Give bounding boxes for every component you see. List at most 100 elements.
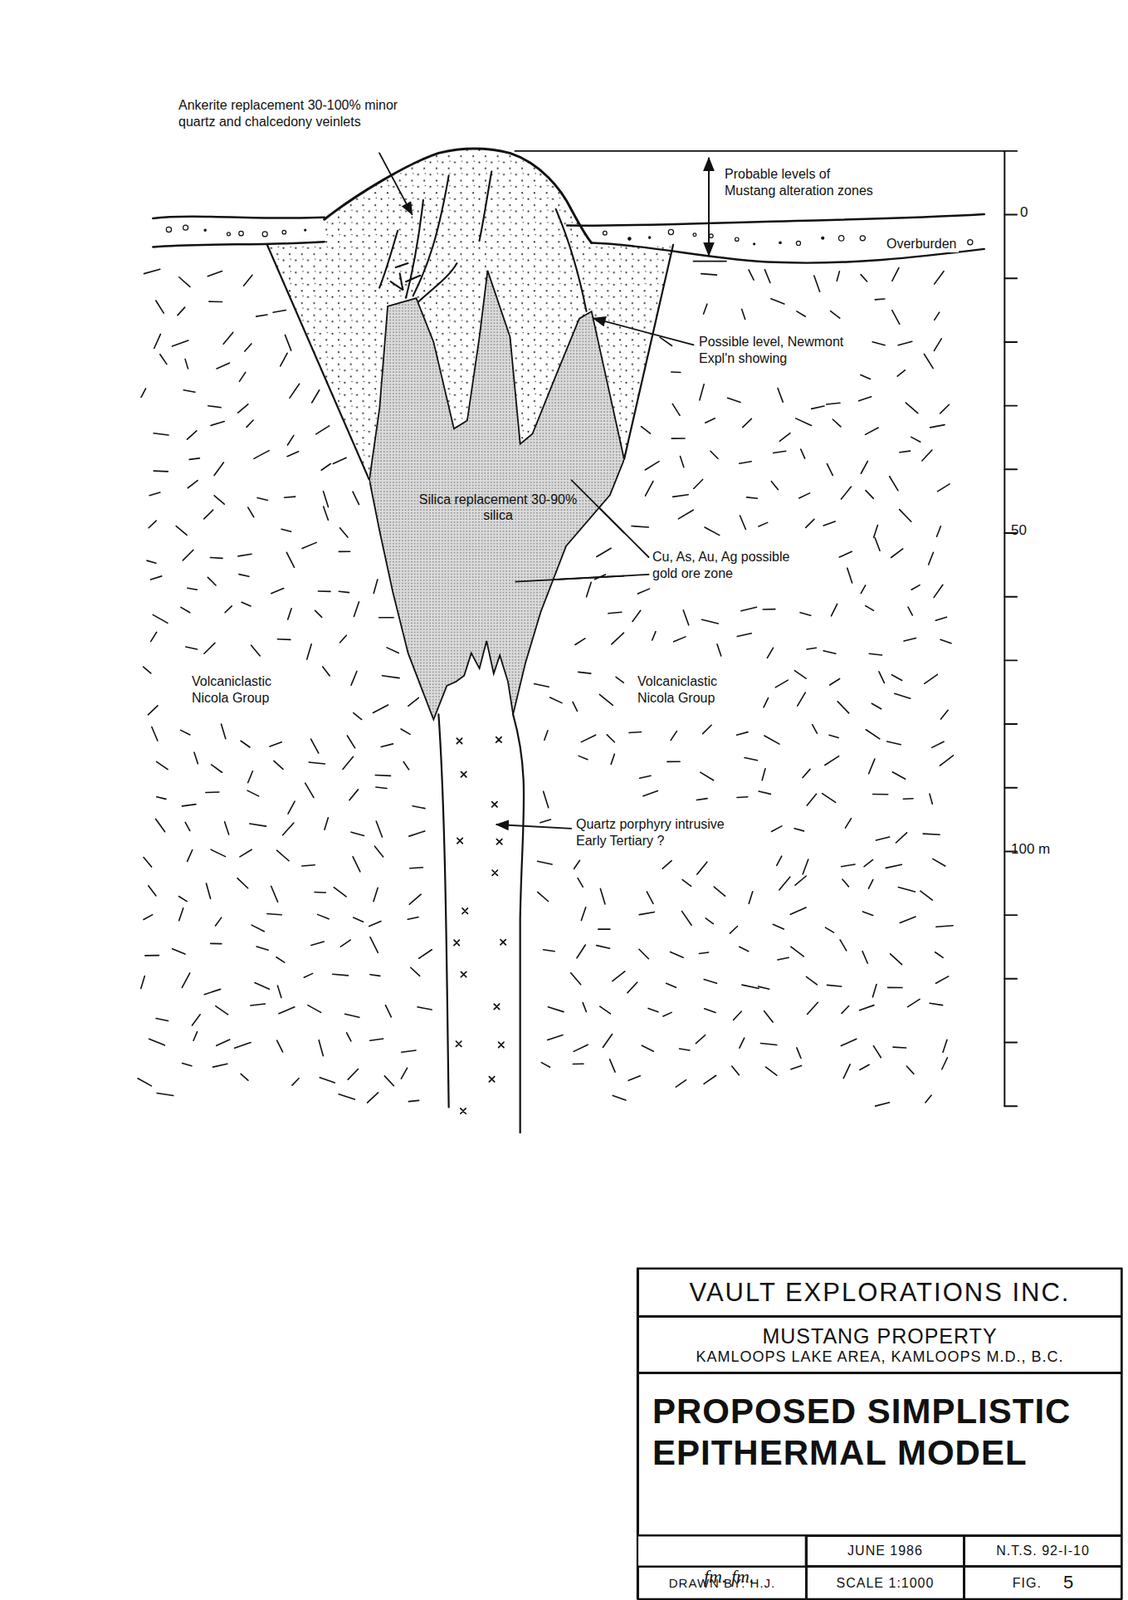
texture-stroke (210, 420, 225, 425)
texture-stroke (800, 449, 806, 459)
texture-stroke (794, 828, 804, 831)
texture-stroke (239, 371, 245, 381)
texture-stroke (370, 1038, 384, 1041)
texture-stroke (762, 608, 776, 611)
texture-stroke (338, 590, 349, 592)
texture-stroke (899, 509, 912, 523)
texture-stroke (679, 456, 684, 468)
porphyry-symbols (454, 737, 506, 1114)
texture-stroke (875, 1102, 890, 1106)
texture-stroke (606, 734, 615, 743)
texture-stroke (277, 1040, 284, 1052)
texture-stroke (251, 924, 264, 932)
texture-stroke (239, 574, 250, 577)
texture-stroke (346, 735, 355, 748)
texture-stroke (187, 849, 193, 861)
texture-stroke (410, 867, 424, 869)
texture-stroke (806, 647, 816, 650)
texture-stroke (698, 952, 709, 953)
texture-stroke (873, 793, 889, 796)
texture-stroke (797, 692, 806, 706)
texture-stroke (284, 496, 296, 498)
texture-stroke (410, 966, 420, 976)
texture-stroke (826, 463, 833, 476)
texture-stroke (893, 1045, 907, 1048)
texture-stroke (764, 269, 770, 284)
title-block-cell: N.T.S. 92-I-10 (963, 1534, 1123, 1567)
texture-stroke (863, 911, 874, 916)
texture-stroke (713, 886, 725, 896)
level-arrow (708, 157, 710, 255)
texture-stroke (859, 1005, 874, 1011)
texture-stroke (729, 926, 738, 934)
texture-stroke (340, 939, 351, 947)
texture-stroke (153, 433, 169, 435)
texture-stroke (581, 907, 586, 921)
texture-stroke (771, 298, 785, 304)
texture-stroke (370, 974, 381, 977)
label-holder: 100 m (1010, 840, 1050, 859)
texture-stroke (705, 918, 713, 924)
pebble (262, 231, 268, 237)
texture-stroke (643, 790, 658, 796)
scale-tick (1004, 1041, 1017, 1044)
texture-stroke (213, 1063, 228, 1067)
texture-stroke (205, 791, 220, 793)
texture-stroke (177, 307, 186, 315)
texture-stroke (898, 887, 915, 892)
texture-stroke (181, 804, 196, 806)
texture-stroke (859, 396, 872, 401)
texture-stroke (697, 861, 708, 875)
texture-stroke (602, 1033, 612, 1047)
texture-stroke (823, 650, 836, 655)
texture-stroke (572, 1062, 584, 1065)
texture-stroke (632, 610, 641, 621)
texture-stroke (578, 671, 591, 674)
texture-stroke (761, 768, 766, 781)
figure-number: 5 (1063, 1571, 1074, 1593)
texture-stroke (187, 480, 198, 489)
texture-stroke (662, 860, 672, 870)
texture-stroke (323, 491, 329, 508)
texture-stroke (627, 981, 638, 993)
texture-stroke (403, 761, 409, 770)
texture-stroke (812, 724, 818, 734)
texture-stroke (641, 1044, 654, 1051)
callout-note: Possible level, Newmont Expl'n showing (698, 333, 853, 367)
texture-stroke (251, 644, 261, 656)
alteration-boundary (267, 244, 370, 480)
texture-stroke (865, 605, 875, 611)
texture-stroke (922, 833, 940, 835)
texture-stroke (771, 825, 782, 832)
texture-stroke (865, 729, 880, 739)
texture-stroke (547, 1006, 564, 1012)
texture-stroke (670, 731, 677, 741)
title-block-cell: VAULT EXPLORATIONS INC. (637, 1267, 1123, 1317)
cross-symbol (496, 737, 502, 743)
texture-stroke (892, 268, 899, 282)
texture-stroke (144, 268, 161, 274)
pebble (821, 236, 825, 240)
texture-stroke (937, 526, 942, 537)
title-block-frame (637, 1268, 1123, 1599)
texture-stroke (385, 1005, 391, 1017)
texture-stroke (248, 771, 254, 783)
texture-stroke (208, 405, 221, 408)
texture-stroke (191, 1014, 201, 1026)
texture-stroke (673, 636, 686, 642)
texture-stroke (737, 633, 752, 637)
texture-stroke (384, 1075, 394, 1086)
texture-stroke (576, 944, 586, 958)
texture-stroke (318, 1040, 323, 1056)
texture-stroke (152, 614, 168, 623)
texture-stroke (286, 551, 294, 567)
drafter-field: DRAWN BY: H.J. (668, 1575, 776, 1591)
texture-stroke (324, 817, 328, 831)
texture-stroke (333, 887, 347, 897)
texture-stroke (145, 954, 160, 957)
texture-stroke (891, 548, 904, 558)
texture-stroke (339, 634, 347, 643)
texture-stroke (596, 547, 611, 557)
texture-stroke (703, 724, 712, 733)
texture-stroke (370, 937, 378, 953)
